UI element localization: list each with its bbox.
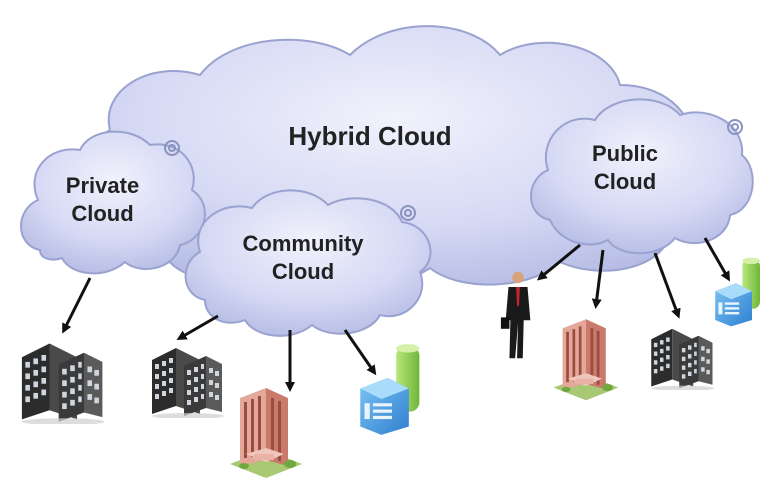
brick-building-icon (553, 319, 619, 401)
arrow (536, 243, 581, 281)
arrow (176, 314, 219, 341)
community-cloud-line1: Community (242, 231, 364, 256)
community-cloud-label: Community Cloud (218, 230, 388, 285)
private-cloud-line2: Cloud (71, 200, 134, 226)
private-cloud-line1: Private (65, 173, 140, 198)
public-cloud-line1: Public (591, 141, 658, 166)
public-cloud-shape (530, 98, 754, 255)
arrow (62, 277, 92, 334)
community-cloud-shape (184, 189, 432, 337)
arrow (591, 249, 605, 309)
brick-building-icon (230, 388, 302, 478)
public-cloud-label: Public Cloud (565, 140, 685, 195)
arrow (653, 252, 681, 319)
office-building-icon (21, 343, 105, 424)
office-building-icon (152, 348, 224, 418)
private-cloud-label: Private Cloud (40, 172, 165, 227)
public-cloud-line2: Cloud (593, 168, 657, 194)
private-cloud-shape (20, 130, 206, 275)
hybrid-cloud-label: Hybrid Cloud (255, 120, 485, 153)
office-building-icon (651, 328, 715, 390)
hybrid-cloud-text: Hybrid Cloud (288, 121, 452, 151)
swirl-icon (164, 119, 743, 221)
businessman-icon (500, 271, 531, 359)
arrow (703, 237, 730, 282)
blue-building-icon (360, 344, 420, 435)
arrows (62, 237, 730, 392)
arrow (343, 329, 377, 376)
community-cloud-line2: Cloud (271, 258, 335, 284)
